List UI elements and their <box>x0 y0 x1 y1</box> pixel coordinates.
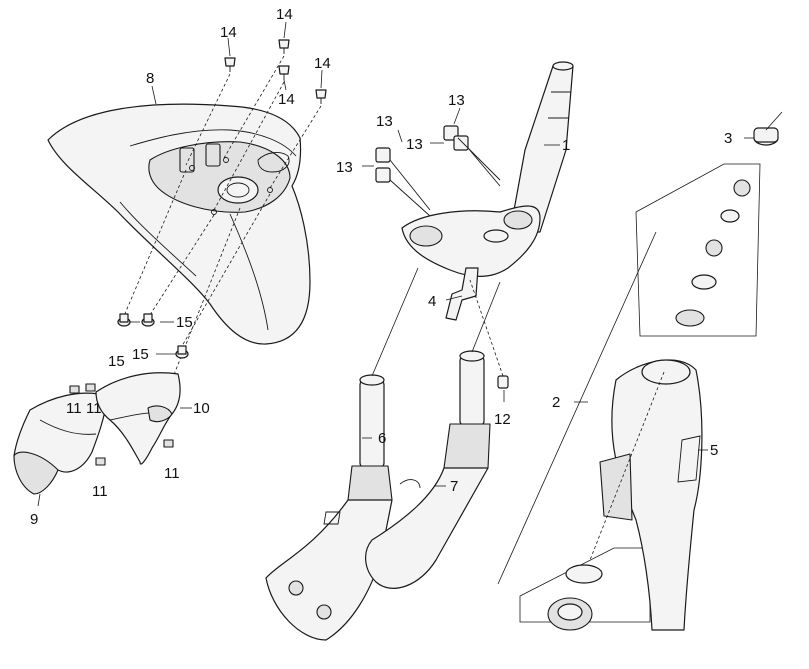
callout-14: 14 <box>220 24 237 41</box>
callout-13: 13 <box>406 136 423 153</box>
callout-11: 11 <box>66 400 82 417</box>
callout-3: 3 <box>724 130 732 147</box>
clip-11 <box>69 383 174 466</box>
stem-bolts-13 <box>375 125 501 217</box>
callout-5: 5 <box>710 442 718 459</box>
fork-leg-left <box>265 374 393 641</box>
bracket-4 <box>445 267 479 321</box>
callout-1: 1 <box>562 137 570 154</box>
callout-14: 14 <box>314 55 331 72</box>
callout-13: 13 <box>336 159 353 176</box>
callout-10: 10 <box>193 400 210 417</box>
callout-7: 7 <box>450 478 458 495</box>
callout-9: 9 <box>30 511 38 528</box>
fork-cover-right <box>95 372 181 465</box>
lower-triple-clamp <box>401 205 541 278</box>
part-12 <box>469 279 509 389</box>
callout-11: 11 <box>86 400 102 417</box>
screw-14 <box>224 39 327 104</box>
callout-14: 14 <box>278 91 295 108</box>
head-parts-stack <box>547 111 783 631</box>
steering-stem <box>509 61 574 233</box>
callout-14: 14 <box>276 6 293 23</box>
callout-leaders <box>37 21 754 507</box>
callout-4: 4 <box>428 293 436 310</box>
grommet-15 <box>117 313 189 359</box>
front-fender <box>47 103 311 345</box>
frame-section <box>589 359 703 631</box>
callout-13: 13 <box>376 113 393 130</box>
callout-15: 15 <box>108 353 125 370</box>
callout-15: 15 <box>176 314 193 331</box>
callout-8: 8 <box>146 70 154 87</box>
fork-leg-right <box>365 350 491 589</box>
fender-screw-dash-lines <box>123 55 322 411</box>
callout-labels: 1 2 3 4 5 6 7 8 9 10 11 11 11 11 12 13 1… <box>30 6 732 528</box>
callout-11: 11 <box>92 483 108 500</box>
callout-12: 12 <box>494 411 511 428</box>
callout-11: 11 <box>164 465 180 482</box>
callout-6: 6 <box>378 430 386 447</box>
fork-leader-lines <box>371 267 501 377</box>
callout-15: 15 <box>132 346 149 363</box>
fork-cover-left <box>13 392 109 495</box>
callout-13: 13 <box>448 92 465 109</box>
callout-2: 2 <box>552 394 560 411</box>
